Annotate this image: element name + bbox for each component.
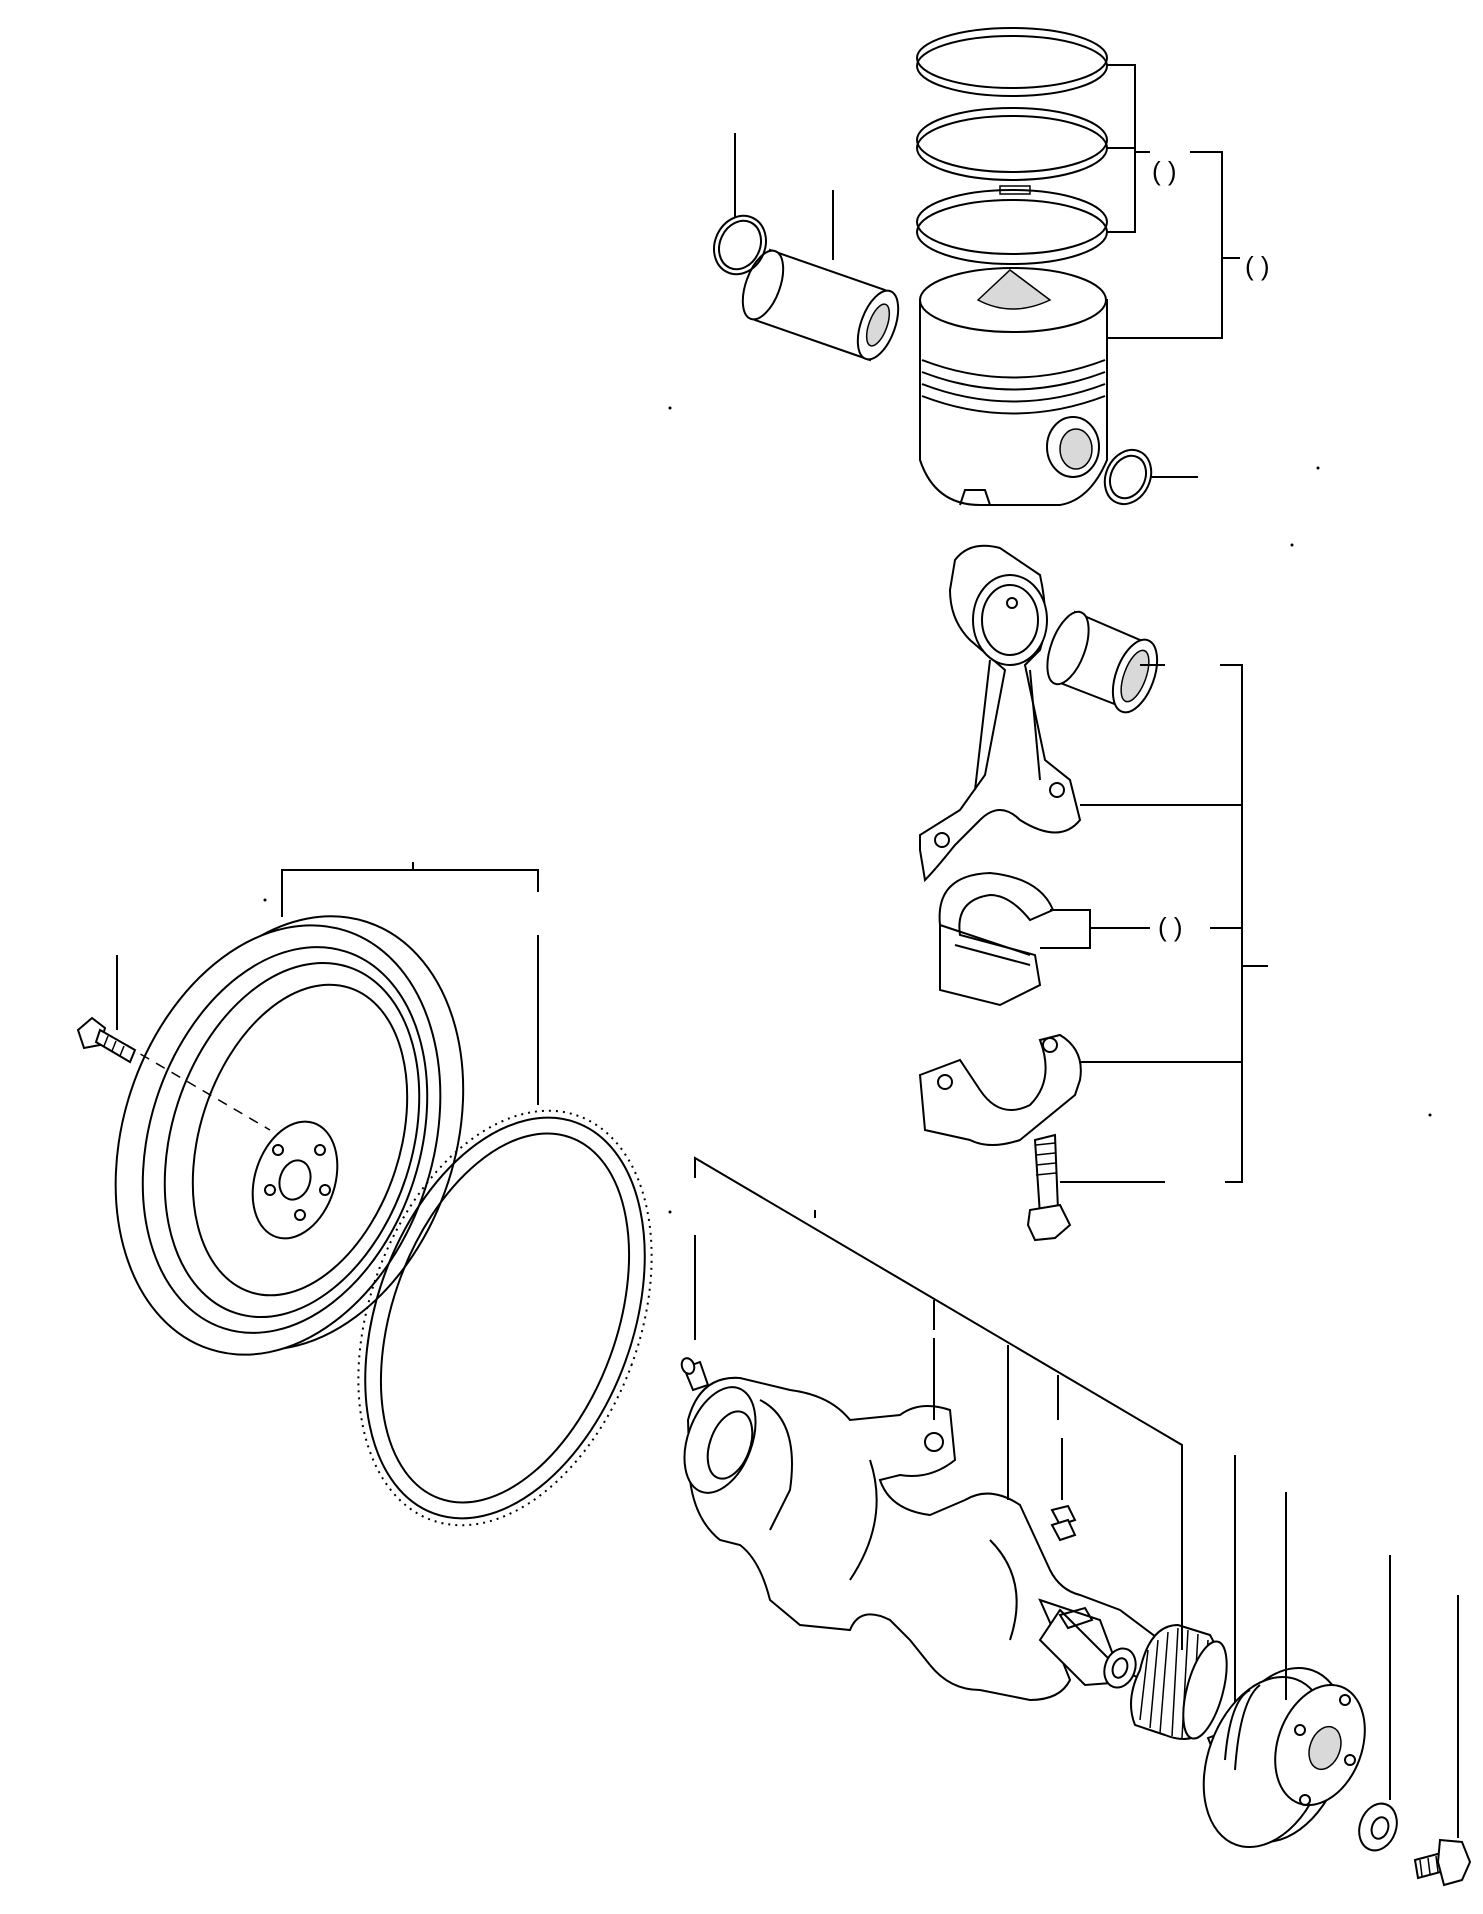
connecting-rod-cap <box>918 1033 1082 1146</box>
scan-dot <box>1428 1113 1432 1117</box>
leader-line-conrod-group <box>1220 664 1243 1183</box>
piston-ring-top <box>916 27 1108 97</box>
piston <box>919 267 1108 506</box>
piston-ring-set-label: ( ) <box>1152 156 1177 186</box>
flywheel-bolt <box>76 1016 137 1064</box>
scan-dot <box>1290 543 1294 547</box>
leader-line-bearing-bracket <box>1040 909 1091 949</box>
leader-line-crankshaft-group <box>694 1156 1183 1520</box>
piston-assembly-label: ( ) <box>1245 251 1270 281</box>
crankshaft-gear <box>1130 1623 1228 1740</box>
scan-dot <box>668 1210 672 1214</box>
small-end-bushing <box>1046 610 1159 714</box>
connecting-rod-bolt <box>1026 1133 1072 1242</box>
leader-line-piston-group <box>1107 151 1223 339</box>
leader-line-flywheel-group <box>281 869 539 917</box>
woodruff-key <box>1050 1504 1077 1542</box>
connecting-rod <box>919 544 1082 883</box>
pulley-washer <box>1358 1802 1398 1852</box>
steel-ball <box>924 1432 944 1452</box>
piston-ring-second <box>916 107 1108 181</box>
snap-ring-left <box>713 214 767 276</box>
piston-ring-oil <box>916 185 1108 265</box>
pulley-bolt <box>1413 1838 1472 1887</box>
crankshaft-pulley <box>1202 1666 1366 1849</box>
scan-dot <box>1316 466 1320 470</box>
flywheel <box>114 915 465 1356</box>
ring-gear <box>357 1109 653 1527</box>
scan-dot <box>263 898 267 902</box>
crankshaft <box>683 1376 1164 1702</box>
connecting-rod-bearing <box>938 871 1055 1007</box>
piston-pin <box>741 248 900 362</box>
scan-dot <box>668 406 672 410</box>
dowel-pin <box>680 1357 710 1392</box>
snap-ring-right <box>1103 448 1153 506</box>
conrod-bearing-label: ( ) <box>1158 912 1183 942</box>
